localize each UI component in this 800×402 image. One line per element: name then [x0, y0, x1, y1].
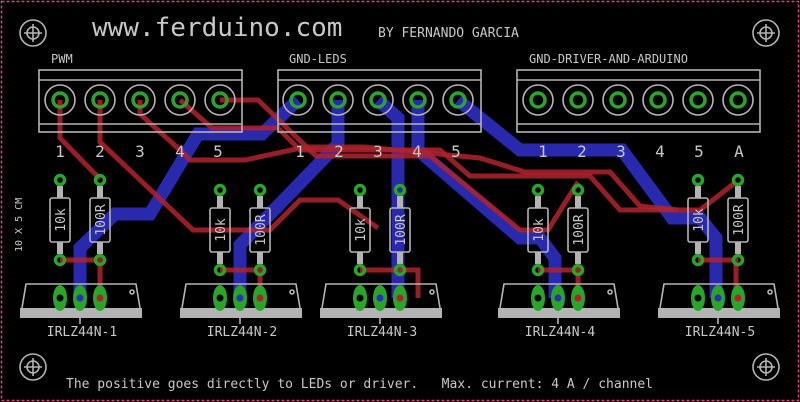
mosfet: IRLZ44N-4 — [498, 283, 620, 340]
mounting-hole-icon — [19, 353, 47, 381]
connector-pwm — [38, 69, 243, 133]
pulldown-resistor-label: 10k — [214, 218, 229, 242]
connector-gnd-leds — [277, 69, 482, 133]
svg-text:3: 3 — [373, 142, 383, 161]
mosfet: IRLZ44N-5 — [658, 283, 780, 340]
channel-3: 10k 100R IRLZ44N-3 — [320, 183, 442, 340]
svg-text:3: 3 — [616, 142, 626, 161]
pulldown-resistor: 10k — [687, 173, 709, 267]
mosfet-label: IRLZ44N-4 — [525, 325, 596, 340]
svg-text:4: 4 — [412, 142, 422, 161]
board-title: www.ferduino.com — [92, 13, 342, 43]
channel-5: 10k 100R IRLZ44N-5 — [658, 173, 780, 340]
connector-label-pwm: PWM — [51, 52, 73, 66]
svg-text:5: 5 — [694, 142, 704, 161]
mosfet-label: IRLZ44N-2 — [207, 325, 277, 340]
svg-text:2: 2 — [334, 142, 344, 161]
gate-resistor-label: 100R — [572, 214, 587, 245]
gate-resistor: 100R — [389, 183, 411, 277]
dimension-label: 10 X 5 CM — [14, 198, 25, 252]
gate-resistor: 100R — [89, 173, 111, 267]
gate-resistor-label: 100R — [732, 204, 747, 235]
mounting-hole-icon — [752, 353, 780, 381]
gate-resistor: 100R — [567, 183, 589, 277]
channel-2: 10k 100R IRLZ44N-2 — [180, 183, 302, 340]
mosfet: IRLZ44N-3 — [320, 283, 442, 340]
connector-label-gnd-driver: GND-DRIVER-AND-ARDUINO — [529, 52, 688, 66]
pulldown-resistor-label: 10k — [54, 208, 69, 232]
gate-resistor: 100R — [249, 183, 271, 277]
pulldown-resistor: 10k — [49, 173, 71, 267]
svg-text:5: 5 — [213, 142, 223, 161]
pin-numbers: 1 2 3 4 5 1 2 3 4 5 1 2 3 4 5 A — [55, 142, 744, 161]
pulldown-resistor-label: 10k — [532, 218, 547, 242]
svg-text:2: 2 — [95, 142, 105, 161]
footer-note: The positive goes directly to LEDs or dr… — [66, 377, 653, 392]
mosfet: IRLZ44N-2 — [180, 283, 302, 340]
svg-text:1: 1 — [295, 142, 305, 161]
svg-text:1: 1 — [55, 142, 65, 161]
gate-resistor-label: 100R — [394, 214, 409, 245]
pulldown-resistor-label: 10k — [354, 218, 369, 242]
gate-resistor: 100R — [727, 173, 749, 267]
pulldown-resistor: 10k — [209, 183, 231, 277]
pulldown-resistor-label: 10k — [692, 208, 707, 232]
svg-text:2: 2 — [577, 142, 587, 161]
gate-resistor-label: 100R — [94, 204, 109, 235]
mounting-hole-icon — [752, 19, 780, 47]
mounting-hole-icon — [19, 19, 47, 47]
channel-1: 10k 100R IRLZ44N-1 — [20, 173, 142, 340]
mosfet-label: IRLZ44N-5 — [685, 325, 755, 340]
svg-text:4: 4 — [175, 142, 185, 161]
connector-gnd-driver — [516, 69, 761, 133]
mosfet: IRLZ44N-1 — [20, 283, 142, 340]
connector-label-gnd-leds: GND-LEDS — [289, 52, 347, 66]
channel-4: 10k 100R IRLZ44N-4 — [498, 183, 620, 340]
mosfet-label: IRLZ44N-1 — [47, 325, 117, 340]
board-author: BY FERNANDO GARCIA — [378, 26, 519, 41]
svg-text:3: 3 — [135, 142, 145, 161]
pulldown-resistor: 10k — [527, 183, 549, 277]
pulldown-resistor: 10k — [349, 183, 371, 277]
svg-text:1: 1 — [538, 142, 548, 161]
mosfet-label: IRLZ44N-3 — [347, 325, 417, 340]
gate-resistor-label: 100R — [254, 214, 269, 245]
svg-text:5: 5 — [451, 142, 461, 161]
svg-text:4: 4 — [655, 142, 665, 161]
svg-text:A: A — [734, 142, 744, 161]
